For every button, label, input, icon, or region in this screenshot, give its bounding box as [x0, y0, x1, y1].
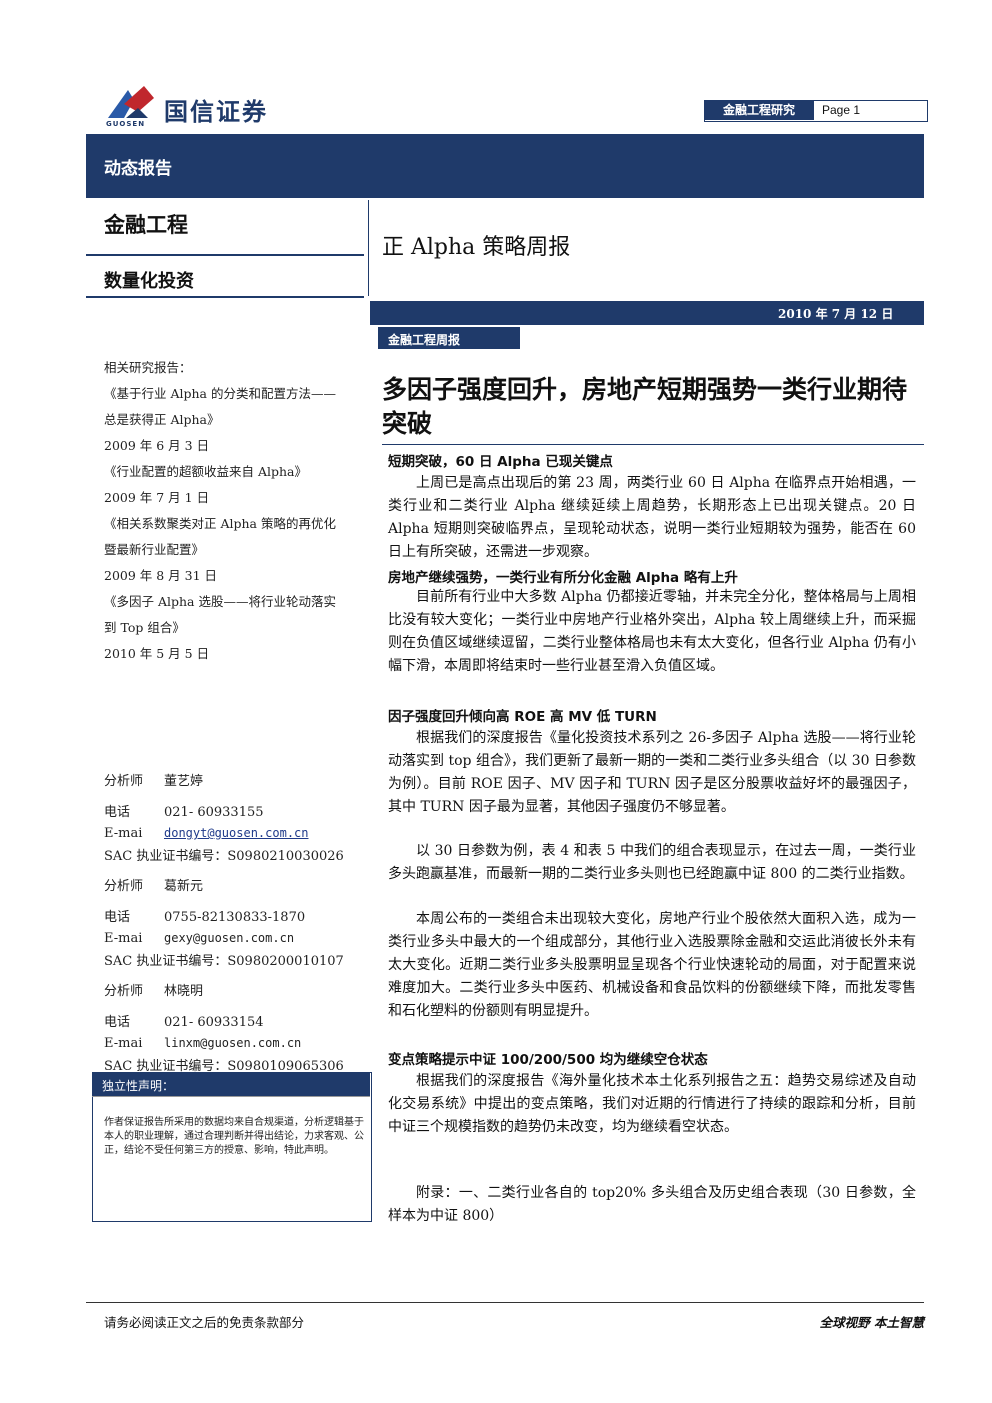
related-report-line: 暨最新行业配置》 — [104, 542, 205, 557]
headline: 多因子强度回升，房地产短期强势一类行业期待突破 — [382, 375, 908, 438]
analyst-list: 分析师 董艺婷 电话 021- 60933155 E-mai dongyt@guose… — [104, 766, 374, 1081]
footer-rule — [86, 1302, 924, 1303]
related-report-line: 到 Top 组合》 — [104, 620, 185, 635]
analyst-email-row: E-mai gexy@guosen.com.cn — [104, 928, 374, 948]
email-label: E-mai — [104, 1036, 143, 1051]
report-type: 动态报告 — [104, 159, 172, 179]
body-paragraph: 目前所有行业中大多数 Alpha 仍都接近零轴，并未完全分化，整体格局与上周相比… — [388, 589, 916, 674]
footer-disclaimer-note: 请务必阅读正文之后的免责条款部分 — [104, 1315, 305, 1330]
brand-name: 国信证券 — [164, 97, 268, 126]
analyst-name-row: 分析师 董艺婷 — [104, 766, 374, 797]
subcategory-box — [86, 258, 364, 298]
analyst-email-row: E-mai dongyt@guosen.com.cn — [104, 823, 374, 843]
section-heading: 短期突破，60 日 Alpha 已现关键点 — [388, 454, 613, 470]
analyst-phone-row: 电话 021- 60933154 — [104, 1013, 374, 1033]
body-paragraph: 以 30 日参数为例，表 4 和表 5 中我们的组合表现显示，在过去一周，一类行… — [388, 843, 916, 882]
related-report-line: 《相关系数聚类对正 Alpha 策略的再优化 — [104, 516, 336, 531]
related-report-line: 2010 年 5 月 5 日 — [104, 646, 210, 661]
category-box — [86, 200, 364, 256]
date-bar — [370, 301, 924, 325]
analyst-phone: 0755-82130833-1870 — [164, 910, 306, 925]
analyst-name: 董艺婷 — [164, 774, 204, 789]
report-date: 2010 年 7 月 12 日 — [778, 307, 894, 321]
phone-label: 电话 — [104, 805, 131, 820]
subcategory: 数量化投资 — [104, 271, 194, 292]
analyst-role: 分析师 — [104, 879, 144, 894]
email-label: E-mai — [104, 931, 143, 946]
analyst-phone-row: 电话 021- 60933155 — [104, 803, 374, 823]
related-report-line: 2009 年 7 月 1 日 — [104, 490, 210, 505]
body-paragraph: 上周已是高点出现后的第 23 周，两类行业 60 日 Alpha 在临界点开始相… — [388, 475, 916, 560]
analyst-phone: 021- 60933155 — [164, 805, 264, 820]
section-heading: 因子强度回升倾向高 ROE 高 MV 低 TURN — [388, 709, 657, 725]
related-report-line: 《多因子 Alpha 选股——将行业轮动落实 — [104, 594, 336, 609]
analyst-role: 分析师 — [104, 774, 144, 789]
analyst-name: 林晓明 — [164, 984, 204, 999]
independence-header — [92, 1072, 370, 1097]
report-banner — [86, 134, 924, 198]
analyst-name-row: 分析师 林晓明 — [104, 976, 374, 1007]
section-heading: 房地产继续强势，一类行业有所分化金融 Alpha 略有上升 — [388, 570, 738, 586]
related-report-line: 2009 年 6 月 3 日 — [104, 438, 210, 453]
related-report-line: 总是获得正 Alpha》 — [104, 412, 220, 427]
body-paragraph: 根据我们的深度报告《量化投资技术系列之 26-多因子 Alpha 选股——将行业… — [388, 730, 916, 815]
analyst-email-row: E-mai linxm@guosen.com.cn — [104, 1033, 374, 1053]
body-paragraph: 附录：一、二类行业各自的 top20% 多头组合及历史组合表现（30 日参数，全… — [388, 1185, 916, 1224]
brand-name-en: GUOSEN — [106, 120, 146, 128]
analyst-sac: SAC 执业证书编号：S0980210030026 — [104, 849, 344, 864]
analyst-phone: 021- 60933154 — [164, 1015, 264, 1030]
analyst-email: linxm@guosen.com.cn — [164, 1036, 302, 1050]
analyst-phone-row: 电话 0755-82130833-1870 — [104, 908, 374, 928]
analyst-email-link[interactable]: dongyt@guosen.com.cn — [164, 826, 309, 840]
phone-label: 电话 — [104, 1015, 131, 1030]
related-report-line: 《基于行业 Alpha 的分类和配置方法—— — [104, 386, 336, 401]
related-reports: 相关研究报告： 《基于行业 Alpha 的分类和配置方法—— 总是获得正 Alp… — [104, 355, 374, 667]
analyst-email: gexy@guosen.com.cn — [164, 931, 295, 945]
analyst-sac: SAC 执业证书编号：S0980200010107 — [104, 954, 344, 969]
analyst-role: 分析师 — [104, 984, 144, 999]
footer-slogan: 全球视野 本土智慧 — [819, 1315, 924, 1330]
header-label: 金融工程研究 — [704, 100, 814, 120]
independence-text: 作者保证报告所采用的数据均来自合规渠道，分析逻辑基于本人的职业理解，通过合理判断… — [104, 1117, 364, 1156]
section-heading: 变点策略提示中证 100/200/500 均为继续空仓状态 — [388, 1052, 708, 1068]
page-number: Page 1 — [822, 103, 861, 117]
body-paragraph: 根据我们的深度报告《海外量化技术本土化系列报告之五：趋势交易综述及自动化交易系统… — [388, 1073, 916, 1135]
phone-label: 电话 — [104, 910, 131, 925]
related-report-line: 2009 年 8 月 31 日 — [104, 568, 218, 583]
analyst-sac: SAC 执业证书编号：S0980109065306 — [104, 1059, 344, 1074]
related-reports-title: 相关研究报告： — [104, 360, 192, 375]
analyst-name-row: 分析师 葛新元 — [104, 871, 374, 902]
related-report-line: 《行业配置的超额收益来自 Alpha》 — [104, 464, 308, 479]
independence-title: 独立性声明： — [102, 1079, 175, 1093]
report-tag-box — [378, 327, 520, 349]
headline-rule — [382, 444, 924, 445]
category: 金融工程 — [104, 212, 188, 237]
header-divider — [368, 200, 369, 296]
email-label: E-mai — [104, 826, 143, 841]
guosen-logo-icon — [108, 86, 154, 118]
report-tag: 金融工程周报 — [388, 333, 461, 347]
document-title: 正 Alpha 策略周报 — [382, 235, 571, 260]
analyst-name: 葛新元 — [164, 879, 204, 894]
body-paragraph: 本周公布的一类组合未出现较大变化，房地产行业个股依然大面积入选，成为一类行业多头… — [388, 911, 916, 1019]
